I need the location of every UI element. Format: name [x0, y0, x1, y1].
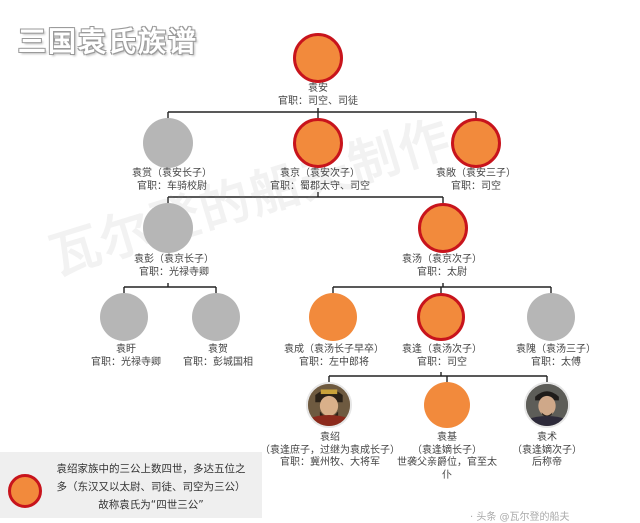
- node-yuan-xu: [100, 293, 148, 341]
- label-yuan-peng: 袁彭（袁京长子） 官职：光禄寺卿: [134, 254, 214, 278]
- legend-marker-icon: [8, 474, 42, 508]
- node-yuan-he: [192, 293, 240, 341]
- legend-box: 袁绍家族中的三公上数四世，多达五位之 多（东汉又以太尉、司徒、司空为三公） 故称…: [0, 452, 262, 518]
- source-credit: · 头条 @瓦尔登的船夫: [470, 512, 570, 523]
- label-yuan-chang: 袁敞（袁安三子） 官职：司空: [436, 168, 516, 192]
- label-yuan-shang: 袁赏（袁安长子） 官职：车骑校尉: [132, 168, 212, 192]
- legend-text: 袁绍家族中的三公上数四世，多达五位之 多（东汉又以太尉、司徒、司空为三公） 故称…: [56, 463, 246, 511]
- label-yuan-feng: 袁逢（袁汤次子） 官职：司空: [402, 344, 482, 368]
- node-yuan-peng: [143, 203, 193, 253]
- label-yuan-he: 袁贺 官职：彭城国相: [183, 344, 253, 368]
- page-title: 三国袁氏族谱: [18, 25, 199, 58]
- node-yuan-feng: [417, 293, 465, 341]
- label-yuan-an: 袁安 官职：司空、司徒: [278, 83, 358, 107]
- node-yuan-ji: [424, 382, 470, 428]
- label-yuan-ji: 袁基 （袁逢嫡长子） 世袭父亲爵位，官至太 仆: [397, 432, 497, 481]
- label-yuan-tang: 袁汤（袁京次子） 官职：太尉: [402, 254, 482, 278]
- portrait-yuan-shao-icon: [306, 382, 352, 428]
- label-yuan-wei: 袁隗（袁汤三子） 官职：太傅: [516, 344, 596, 368]
- node-yuan-wei: [527, 293, 575, 341]
- node-yuan-an: [293, 33, 343, 83]
- label-yuan-jing: 袁京（袁安次子） 官职：蜀郡太守、司空: [270, 168, 370, 192]
- label-yuan-xu: 袁盱 官职：光禄寺卿: [91, 344, 161, 368]
- label-yuan-cheng: 袁成（袁汤长子早卒） 官职：左中郎将: [284, 344, 384, 368]
- node-yuan-shang: [143, 118, 193, 168]
- node-yuan-chang: [451, 118, 501, 168]
- node-yuan-cheng: [309, 293, 357, 341]
- node-yuan-jing: [293, 118, 343, 168]
- node-yuan-tang: [418, 203, 468, 253]
- label-yuan-shao: 袁绍 （袁逢庶子，过继为袁成长子） 官职：冀州牧、大将军: [260, 432, 400, 468]
- watermark-text: 瓦尔登的船夫制作: [43, 108, 458, 286]
- label-yuan-shu: 袁术 （袁逢嫡次子） 后称帝: [512, 432, 582, 468]
- portrait-yuan-shu-icon: [524, 382, 570, 428]
